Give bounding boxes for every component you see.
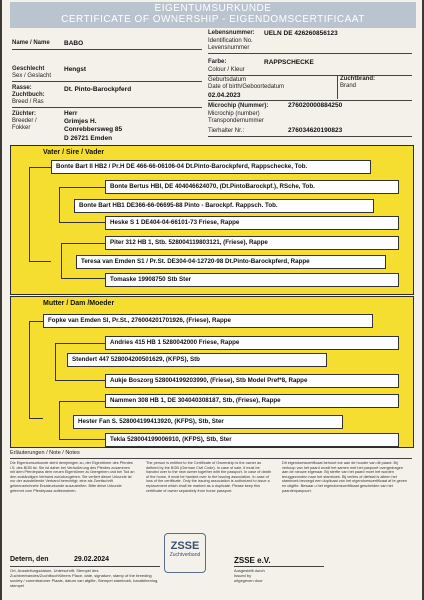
divider: [208, 136, 412, 137]
lifenumber-value: UELN DE 426260856123: [264, 30, 338, 37]
dam-dam-box: Hester Fan S. 528004199413920, (KFPS), S…: [73, 415, 343, 429]
connector: [55, 343, 105, 381]
sire-dam-box: Teresa van Emden S1 / Pr.St. DE304-04-12…: [76, 255, 386, 269]
lifenumber-label-en: Identification No.: [208, 38, 253, 44]
sire-sire-box: Bonte Bart HB1 DE366-66-06695-88 Pinto -…: [74, 199, 374, 213]
microchip-value: 276020000884250: [288, 102, 343, 109]
divider: [12, 107, 202, 108]
divider: [12, 49, 202, 50]
connector: [29, 167, 51, 262]
dam-sire-dam-box: Aukje Boszorg 528004199203990, (Friese),…: [105, 374, 399, 388]
divider: [208, 53, 412, 54]
divider: [10, 458, 412, 459]
lifenumber-label-nl: Levensnummer: [208, 45, 250, 51]
stamp-text: ZSSE: [170, 540, 200, 552]
vet-value: 276034620190823: [288, 127, 343, 134]
dam-box: Fopke van Emden Sl, Pr.St., 276004201701…: [43, 314, 373, 328]
dam-sire-box: Stendert 447 528004200501629, (KFPS), St…: [67, 353, 327, 367]
brand-label-en: Brand: [340, 83, 357, 89]
notes-col-nl: Dit eigendomscertificaat behoort toe aan…: [282, 461, 407, 493]
sex-label: Geschlecht: [12, 66, 45, 72]
breeder-label-nl: Fokker: [12, 125, 31, 131]
issue-date: 29.02.2024: [74, 556, 110, 563]
divider: [12, 81, 202, 82]
divider: [208, 75, 412, 76]
dam-dam-dam-box: Tekla 528004199006910, (KFPS), Stb, Ster: [105, 433, 399, 447]
sire-dam-dam-box: Tomaske 19908750 Stb Ster: [105, 273, 399, 287]
title-banner: EIGENTUMSURKUNDE CERTIFICATE OF OWNERSHI…: [10, 2, 416, 28]
association-stamp: ZSSE Zuchtverband: [164, 533, 206, 573]
sire-sire-dam-box: Heske S 1 DE404-04-66101-73 Friese, Rapp…: [105, 216, 399, 230]
stamp-sub: Zuchtverband: [169, 552, 201, 558]
notes-col-de: Die Eigentumsurkunde steht demjenigen zu…: [10, 461, 135, 493]
breeder-city: D 26721 Emden: [64, 135, 113, 142]
studbook-label: Zuchtbuch:: [12, 92, 45, 98]
sex-value: Hengst: [64, 66, 87, 73]
place-label: Detern, den: [10, 556, 49, 563]
title-de: EIGENTUMSURKUNDE: [154, 3, 272, 14]
brand-label: Zuchtbrand:: [340, 76, 375, 82]
breeder-street: Conrebbersweg 85: [64, 126, 123, 133]
breeder-label: Züchter:: [12, 111, 36, 117]
sire-sire-sire-box: Bonte Bertus HBI, DE 404046624070, (Dt.P…: [105, 180, 399, 194]
microchip-label-en: Microchip (number): [208, 111, 260, 117]
divider: [234, 566, 324, 567]
dam-dam-sire-box: Nammen 308 HB 1, DE 304040308187, Stb, (…: [105, 394, 399, 408]
color-label-en: Colour / Kleur: [208, 67, 245, 73]
issuer-caption: Ausgestellt durch Issued by uitgegeven d…: [234, 568, 265, 583]
divider: [208, 100, 412, 101]
microchip-label: Microchip (Nummer):: [208, 103, 269, 109]
breed-label: Rasse:: [12, 85, 32, 91]
dam-title: Mutter / Dam /Moeder: [43, 300, 115, 307]
connector: [59, 187, 105, 223]
notes-title: Erläuterungen / Note / Notes: [10, 450, 80, 456]
dam-panel: Mutter / Dam /Moeder Fopke van Emden Sl,…: [10, 296, 414, 448]
name-value: BABO: [64, 40, 84, 47]
sire-title: Vater / Sire / Vader: [43, 149, 105, 156]
sire-box: Bonte Bart II HB2 / Pr.H DE 466-66-06106…: [51, 160, 371, 174]
divider: [10, 566, 160, 567]
breeder-label-en: Breeder /: [12, 118, 37, 124]
connector: [61, 243, 105, 279]
sire-dam-sire-box: Piter 312 HB 1, Stb. 528004119803121, (F…: [105, 236, 399, 250]
breed-label-en: Breed / Ras: [12, 99, 44, 105]
lifenumber-label: Lebensnummer:: [208, 30, 255, 36]
vet-label: Tierhalter Nr.:: [208, 128, 245, 134]
issuer-name: ZSSE e.V.: [234, 556, 271, 565]
notes-col-en: The person is entitled to the Certificat…: [146, 461, 271, 493]
breeder-name-1: Herr: [64, 110, 78, 117]
breeder-name-2: Grimjes H.: [64, 118, 97, 125]
sire-panel: Vater / Sire / Vader Bonte Bart II HB2 /…: [10, 145, 414, 295]
connector: [29, 321, 43, 419]
dob-label: Geburtsdatum: [208, 77, 247, 83]
divider: [337, 75, 338, 99]
connector: [59, 401, 105, 440]
name-label: Name / Name: [12, 40, 50, 46]
color-value: RAPPSCHECKE: [264, 59, 314, 66]
microchip-label-nl: Transpondernummer: [208, 118, 264, 124]
place-caption: Ort, Ausstellungsdatum, Unterschrift, St…: [10, 568, 159, 588]
title-en-nl: CERTIFICATE OF OWNERSHIP - EIGENDOMSCERT…: [61, 14, 365, 25]
sex-label-en: Sex / Geslacht: [12, 73, 52, 79]
dob-value: 02.04.2023: [208, 92, 241, 99]
dam-sire-sire-box: Andries 415 HB 1 5280042000 Friese, Rapp…: [105, 336, 399, 350]
dob-label-en: Date of birth/Geboortedatum: [208, 84, 285, 90]
breed-value: Dt. Pinto-Barockpferd: [64, 86, 132, 93]
color-label: Farbe:: [208, 59, 227, 65]
